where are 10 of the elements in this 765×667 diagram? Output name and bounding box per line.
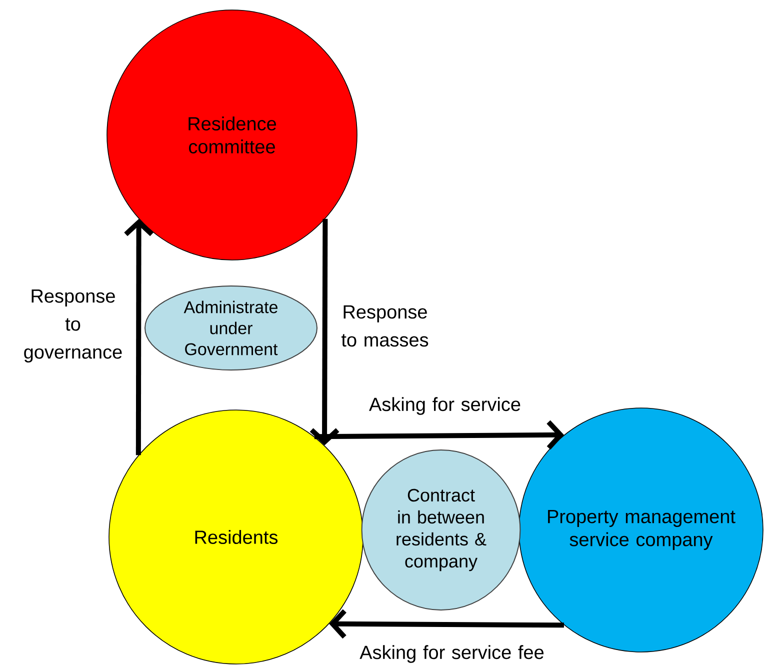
arrow <box>314 420 564 450</box>
edge-label: Response to masses <box>341 305 428 347</box>
ellipse-node: Contract in between residents & company <box>361 450 521 610</box>
arrow <box>329 609 564 639</box>
edge-label: Response to governance <box>24 290 122 362</box>
arrow <box>310 218 340 446</box>
circle-node: Residence committee <box>106 10 358 260</box>
arrow <box>124 218 154 456</box>
ellipse-node: Administrate under Government <box>144 286 318 370</box>
edge-label: Asking for service <box>369 397 520 415</box>
